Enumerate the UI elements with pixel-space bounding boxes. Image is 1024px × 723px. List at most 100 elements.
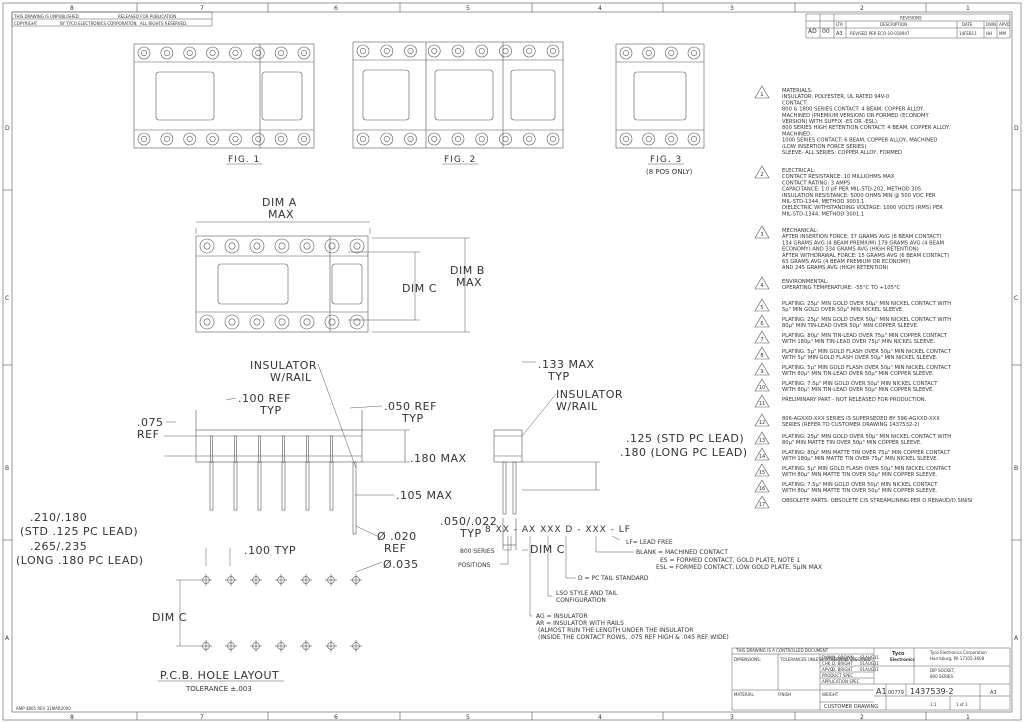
pc-lead-std: .125 (STD PC LEAD) — [626, 432, 744, 445]
dim-c3-label: DIM C — [152, 611, 187, 624]
contact-hole — [206, 46, 219, 60]
contact-hole-inner — [328, 318, 336, 326]
dwn-name: M. BROWN — [832, 655, 854, 660]
contact-hole — [546, 44, 560, 58]
contact-hole-inner — [407, 47, 414, 54]
main-socket-top-view — [195, 235, 369, 333]
pcb-hole-layout — [200, 574, 362, 652]
zone-bottom-label: 4 — [598, 714, 602, 721]
note-number: 6 — [760, 321, 763, 327]
contact-sleeve — [282, 435, 285, 463]
contact-hole — [229, 46, 242, 60]
part-number-code: 8 XX - AX XXX D - XXX - LF — [485, 525, 631, 535]
note-flag-icon — [754, 85, 770, 99]
rev-dwn: HH — [986, 31, 992, 36]
note-line: WITH 180μ" MIN TIN-LEAD OVER 75μ" MIN NI… — [782, 339, 935, 345]
contact-hole-inner — [359, 136, 366, 143]
contact-hole — [274, 46, 288, 60]
contact-hole-inner — [454, 47, 461, 54]
contact-hole-inner — [278, 136, 285, 143]
contact-hole — [324, 238, 340, 254]
contact-hole — [349, 238, 365, 254]
zone-bottom-label: 7 — [200, 714, 204, 721]
note-line: PLATING: 80μ" MIN TIN-LEAD OVER 75μ" MIN… — [782, 333, 948, 339]
weight-label: WEIGHT — [822, 692, 839, 697]
contact-hole-inner — [255, 136, 262, 143]
insulator-rail-sublabel: W/RAIL — [270, 371, 312, 384]
note-number: 12 — [759, 420, 765, 426]
contact-pin — [209, 461, 214, 511]
contact-hole-inner — [353, 242, 361, 250]
zone-side-label: C — [1014, 295, 1018, 302]
note-line: OPERATING TEMPERATURE: -55°C TO +105°C — [782, 285, 900, 291]
contact-sleeve — [258, 435, 261, 463]
zone-side-label: C — [5, 295, 9, 302]
note-number: 4 — [760, 283, 763, 289]
lf-note: LF= LEAD FREE — [626, 539, 673, 546]
contact-hole — [274, 238, 290, 254]
contact-sleeve — [234, 435, 237, 463]
dwn-label: DWN — [822, 655, 832, 660]
pcb-dimensions — [176, 548, 383, 647]
note-line: SLEEVE- ALL SERIES: COPPER ALLOY, FORMED — [782, 150, 902, 156]
socket-window — [362, 69, 410, 121]
zone-bottom-label: 2 — [860, 714, 864, 721]
rev-apvd: MM — [999, 31, 1006, 36]
zone-top-label: 5 — [466, 5, 470, 12]
contact-hole-inner — [383, 47, 390, 54]
contact-hole — [427, 44, 441, 58]
note-line: OBSOLETE PARTS: OBSOLETE CIS STREAMLININ… — [782, 498, 973, 504]
contact-hole-inner — [478, 136, 485, 143]
note-number: 3 — [760, 232, 763, 238]
note-line: PLATING: 25μ" MIN GOLD OVER 50μ" MIN NIC… — [782, 317, 951, 323]
contact-hole — [546, 132, 560, 146]
contact-hole — [349, 314, 365, 330]
note-flag-icon — [754, 298, 770, 312]
contact-hole-inner — [203, 242, 211, 250]
socket-window — [633, 71, 687, 121]
positions-label: POSITIONS — [458, 562, 491, 569]
socket-window — [331, 263, 363, 305]
contact-hole-inner — [203, 318, 211, 326]
contact-hole — [475, 44, 489, 58]
contact-hole-inner — [668, 49, 675, 56]
note-line: MECHANICAL: — [782, 228, 818, 234]
note-line: MACHINED (PREMIUM VERSION) OR FORMED (EC… — [782, 113, 929, 119]
zone-side-label: A — [1014, 635, 1019, 642]
side-view-pins — [209, 435, 357, 535]
insulator-rail2-sublabel: W/RAIL — [556, 400, 598, 413]
dia-020-ref: REF — [384, 542, 406, 555]
note-line: 80μ" MIN MATTE TIN OVER 50μ" MIN COPPER … — [782, 440, 922, 446]
note-line: 800 SERIES HIGH RETENTION CONTACT: 4 BEA… — [782, 125, 951, 131]
contact-pin — [281, 461, 286, 511]
contact-hole-inner — [407, 136, 414, 143]
note-line: CONTACT: — [782, 100, 808, 106]
note-flag-icon — [754, 447, 770, 461]
note-flag-icon — [754, 225, 770, 239]
contact-hole-inner — [278, 242, 286, 250]
note-line: PLATING: 5μ" MIN GOLD FLASH OVER 50μ" MI… — [782, 365, 952, 371]
contact-hole-inner — [690, 49, 697, 56]
socket-outline — [133, 43, 315, 149]
rev-header-date: DATE — [962, 22, 973, 27]
copyright-note: COPYRIGHT — [14, 21, 38, 26]
note-number: 2 — [760, 172, 763, 178]
zone-top-label: 4 — [598, 5, 602, 12]
leader-lines — [166, 361, 557, 551]
chk-label: CHK — [822, 661, 831, 666]
contact-hole-inner — [502, 47, 509, 54]
size-value: A1 — [876, 687, 887, 696]
side-view-right — [493, 429, 600, 550]
blank-option: BLANK = MACHINED CONTACT — [636, 549, 728, 556]
note-line: PLATING: 5μ" MIN GOLD FLASH OVER 50μ" MI… — [782, 466, 952, 472]
ref-100-label: .100 REF — [238, 392, 291, 405]
ref-075-label: .075 — [137, 416, 164, 429]
zone-top-label: 1 — [966, 5, 970, 12]
contact-hole — [522, 44, 536, 58]
dim-a-label: DIM A — [262, 196, 297, 209]
note-line: 63 GRAMS AVG (4 BEAM PREMIUM OR ECONOMY) — [782, 259, 910, 265]
contact-hole — [451, 132, 465, 146]
